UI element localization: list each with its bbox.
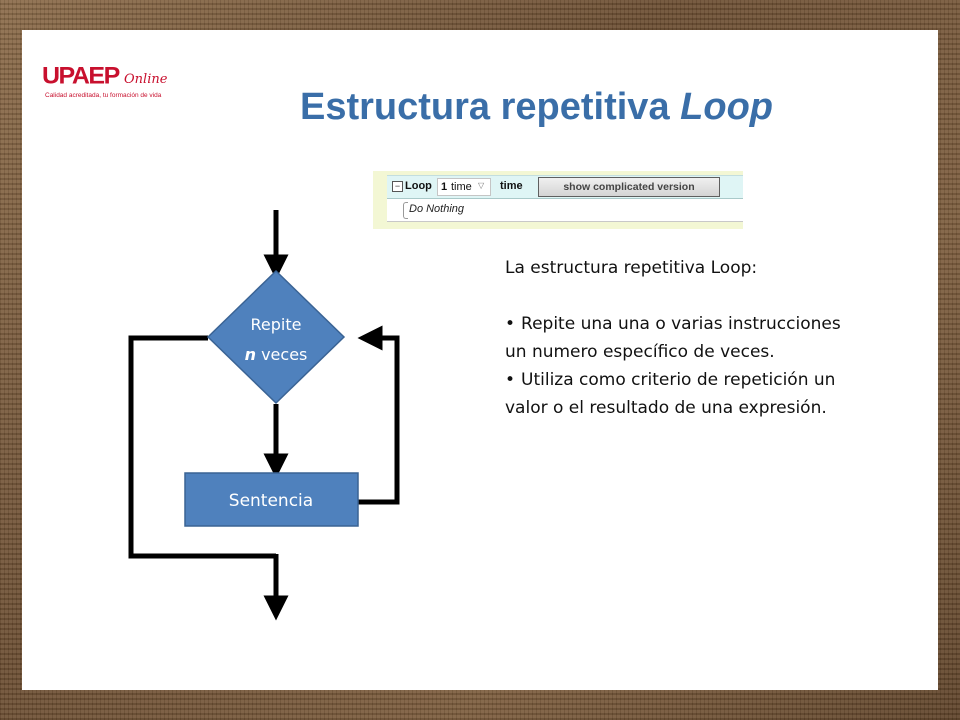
exit-path-line bbox=[128, 335, 276, 559]
time-label: time bbox=[500, 180, 523, 192]
bullet-item: Repite una una o varias instrucciones un… bbox=[505, 310, 855, 366]
statement-box bbox=[184, 472, 359, 527]
description-intro: La estructura repetitiva Loop: bbox=[505, 258, 758, 278]
description: La estructura repetitiva Loop: Repite un… bbox=[505, 254, 855, 422]
decision-line2-rest: veces bbox=[256, 345, 307, 364]
loop-block-screenshot: − Loop 1 time ▽ time show complicated ve… bbox=[373, 171, 743, 229]
decision-line2: n veces bbox=[245, 345, 308, 364]
title-main: Estructura repetitiva bbox=[300, 86, 681, 128]
decision-variable: n bbox=[245, 345, 256, 364]
times-dropdown[interactable]: 1 time ▽ bbox=[437, 178, 491, 196]
collapse-icon[interactable]: − bbox=[392, 181, 403, 192]
body-bracket bbox=[403, 202, 408, 219]
show-complicated-version-button[interactable]: show complicated version bbox=[538, 177, 720, 197]
title-emphasis: Loop bbox=[680, 86, 773, 128]
logo-brand: UPAEP bbox=[42, 62, 120, 90]
logo-tagline: Calidad acreditada, tu formación de vida bbox=[45, 92, 162, 99]
slide: UPAEP Online Calidad acreditada, tu form… bbox=[22, 30, 938, 690]
loop-block-header: − Loop 1 time ▽ time show complicated ve… bbox=[387, 175, 743, 199]
description-bullets: Repite una una o varias instrucciones un… bbox=[505, 310, 855, 422]
loop-label: Loop bbox=[405, 180, 432, 192]
times-count: 1 bbox=[441, 181, 448, 193]
page-title: Estructura repetitiva Loop bbox=[300, 86, 773, 129]
decision-diamond bbox=[206, 269, 346, 405]
do-nothing-statement[interactable]: Do Nothing bbox=[409, 203, 465, 215]
times-unit: time bbox=[451, 181, 472, 193]
loop-block-body: Do Nothing bbox=[387, 199, 743, 222]
bullet-item: Utiliza como criterio de repetición un v… bbox=[505, 366, 855, 422]
decision-line1: Repite bbox=[251, 315, 302, 334]
statement-label: Sentencia bbox=[229, 491, 313, 511]
loop-back-line bbox=[358, 335, 400, 505]
logo-suffix: Online bbox=[124, 72, 168, 87]
loop-flowchart: Repite n veces Sentencia bbox=[128, 210, 400, 621]
dropdown-triangle-icon: ▽ bbox=[478, 181, 485, 190]
upaep-logo: UPAEP Online Calidad acreditada, tu form… bbox=[42, 62, 182, 106]
